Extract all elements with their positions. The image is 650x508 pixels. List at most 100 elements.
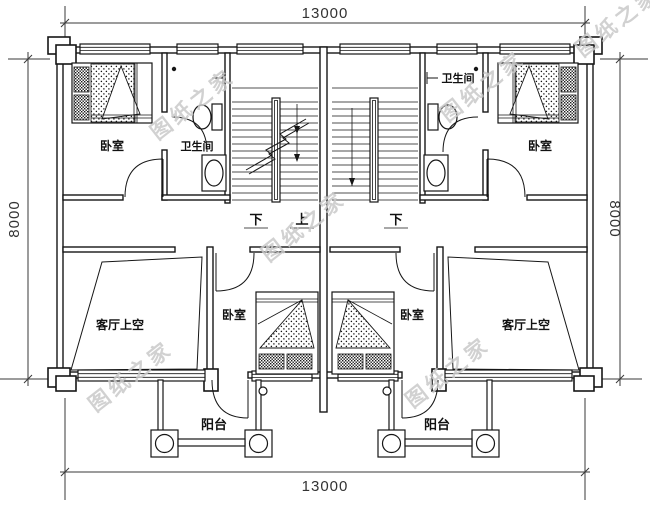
balcony-rail-front bbox=[404, 438, 473, 447]
stair-arrow-right bbox=[349, 178, 355, 186]
bath-door-arc-right bbox=[442, 116, 479, 153]
bathroom-left bbox=[171, 66, 227, 192]
pier-bottom-right-inner bbox=[573, 375, 595, 392]
dimension-left-ticks bbox=[23, 54, 33, 384]
dimension-top: 13000 bbox=[60, 5, 590, 45]
pier-bottom-mid-left bbox=[203, 368, 219, 392]
void-outline bbox=[447, 256, 580, 371]
toilet-bowl-right bbox=[438, 104, 458, 130]
dimension-right-ticks bbox=[615, 54, 625, 384]
stair-down-label-right: 下 bbox=[389, 212, 402, 227]
shower-fixture-left bbox=[212, 72, 224, 84]
duvet-fold bbox=[509, 64, 549, 120]
duvet bbox=[335, 299, 391, 349]
balcony-column-circle bbox=[381, 433, 402, 454]
label-bedroom-lower-right: 卧室 bbox=[400, 307, 424, 322]
bathroom-right bbox=[423, 66, 479, 192]
pillow bbox=[560, 94, 577, 121]
living-void-right bbox=[447, 256, 580, 371]
stair-down-label-left: 下 bbox=[249, 212, 262, 227]
dimension-bottom-lines bbox=[60, 398, 590, 500]
window-top-bedroom-left bbox=[79, 43, 151, 55]
dimension-bottom-ticks bbox=[60, 467, 590, 477]
pillow bbox=[365, 353, 392, 370]
wall-living-east-right bbox=[436, 246, 444, 373]
door-bedroom-top-left bbox=[124, 158, 164, 198]
label-bedroom-lower-left: 卧室 bbox=[222, 307, 246, 322]
label-living-void-right: 客厅上空 bbox=[501, 317, 550, 332]
window-frame bbox=[499, 43, 571, 55]
window-panes bbox=[237, 46, 303, 51]
balcony-left bbox=[150, 379, 273, 458]
duvet-fold bbox=[101, 64, 141, 120]
dimension-right: 8000 bbox=[600, 52, 648, 386]
pillow bbox=[73, 66, 90, 93]
wall-bedroom-north-right bbox=[329, 246, 401, 253]
window-panes bbox=[500, 46, 570, 51]
bed-lower-left bbox=[255, 291, 319, 375]
balcony-right bbox=[377, 379, 500, 458]
label-balcony-left: 阳台 bbox=[201, 417, 227, 432]
duvet-fold-line bbox=[347, 299, 393, 325]
pillow bbox=[560, 66, 577, 93]
bed-sheet-lines bbox=[91, 63, 152, 123]
wall-right bbox=[586, 46, 594, 379]
pillow bbox=[337, 353, 364, 370]
window-frame bbox=[77, 369, 206, 382]
toilet-bowl-left bbox=[192, 104, 212, 130]
toilet-tank-left bbox=[211, 103, 223, 131]
bed-sheet-lines bbox=[498, 63, 559, 123]
bed-lower-right bbox=[331, 291, 395, 375]
label-bedroom-top-right: 卧室 bbox=[528, 138, 552, 153]
duvet-fold-line bbox=[257, 299, 303, 325]
balcony-rail-side-a bbox=[157, 379, 164, 432]
dimension-bottom: 13000 bbox=[60, 398, 590, 500]
dim-top-label: 13000 bbox=[302, 5, 349, 22]
bed-sheet-lines bbox=[256, 298, 318, 303]
window-panes bbox=[437, 46, 477, 51]
window-panes bbox=[78, 373, 205, 378]
window-frame bbox=[339, 43, 411, 55]
label-living-void-left: 客厅上空 bbox=[95, 317, 144, 332]
balcony-column-circle bbox=[154, 433, 175, 454]
window-top-bath-left bbox=[176, 43, 219, 55]
window-frame bbox=[436, 43, 478, 55]
stair-railing-right-inner bbox=[372, 100, 376, 200]
wall-bedroom-south-left-a bbox=[62, 194, 124, 201]
stair-railing-right-outer bbox=[369, 97, 379, 203]
staircase-right: 下 bbox=[332, 87, 418, 229]
window-panes bbox=[340, 46, 410, 51]
wall-bed-bath-left-a bbox=[161, 52, 168, 113]
sink-basin-right bbox=[426, 159, 446, 187]
label-bedroom-top-left: 卧室 bbox=[100, 138, 124, 153]
door-bedroom-top-right bbox=[486, 158, 526, 198]
dimension-right-lines bbox=[600, 52, 648, 386]
stair-break-line-a bbox=[245, 118, 307, 171]
pier-top-left-inner bbox=[55, 44, 77, 65]
pillow bbox=[286, 353, 313, 370]
pillow bbox=[73, 94, 90, 121]
window-top-bedroom-right bbox=[499, 43, 571, 55]
pier-bottom-left-inner bbox=[55, 375, 77, 392]
window-living-left bbox=[77, 369, 206, 382]
stair-up-label-left: 上 bbox=[295, 212, 308, 227]
duvet bbox=[259, 299, 315, 349]
interior-walls-right-unit bbox=[329, 52, 588, 373]
wall-bedroom-south-right-b bbox=[526, 194, 588, 201]
wall-bath-stair-left bbox=[224, 52, 231, 204]
room-labels: 卧室 卫生间 卫生间 卧室 卧室 卧室 客厅上空 客厅上空 阳台 阳台 bbox=[95, 71, 552, 432]
dimension-left-lines bbox=[0, 52, 50, 386]
bed-sheet-lines bbox=[332, 298, 394, 303]
window-top-bath-right bbox=[436, 43, 478, 55]
watermark-text: 图纸之家 bbox=[257, 186, 351, 266]
balcony-rail-front bbox=[177, 438, 246, 447]
door-balcony-right bbox=[401, 379, 439, 419]
wall-corridor-living-left bbox=[62, 246, 176, 253]
doors bbox=[124, 158, 526, 419]
shower-fixture-right bbox=[426, 72, 438, 84]
wall-bath-stair-right bbox=[419, 52, 426, 204]
bed-top-right bbox=[497, 62, 579, 124]
wall-left bbox=[56, 46, 64, 379]
stair-arrow-left-2 bbox=[294, 154, 300, 162]
